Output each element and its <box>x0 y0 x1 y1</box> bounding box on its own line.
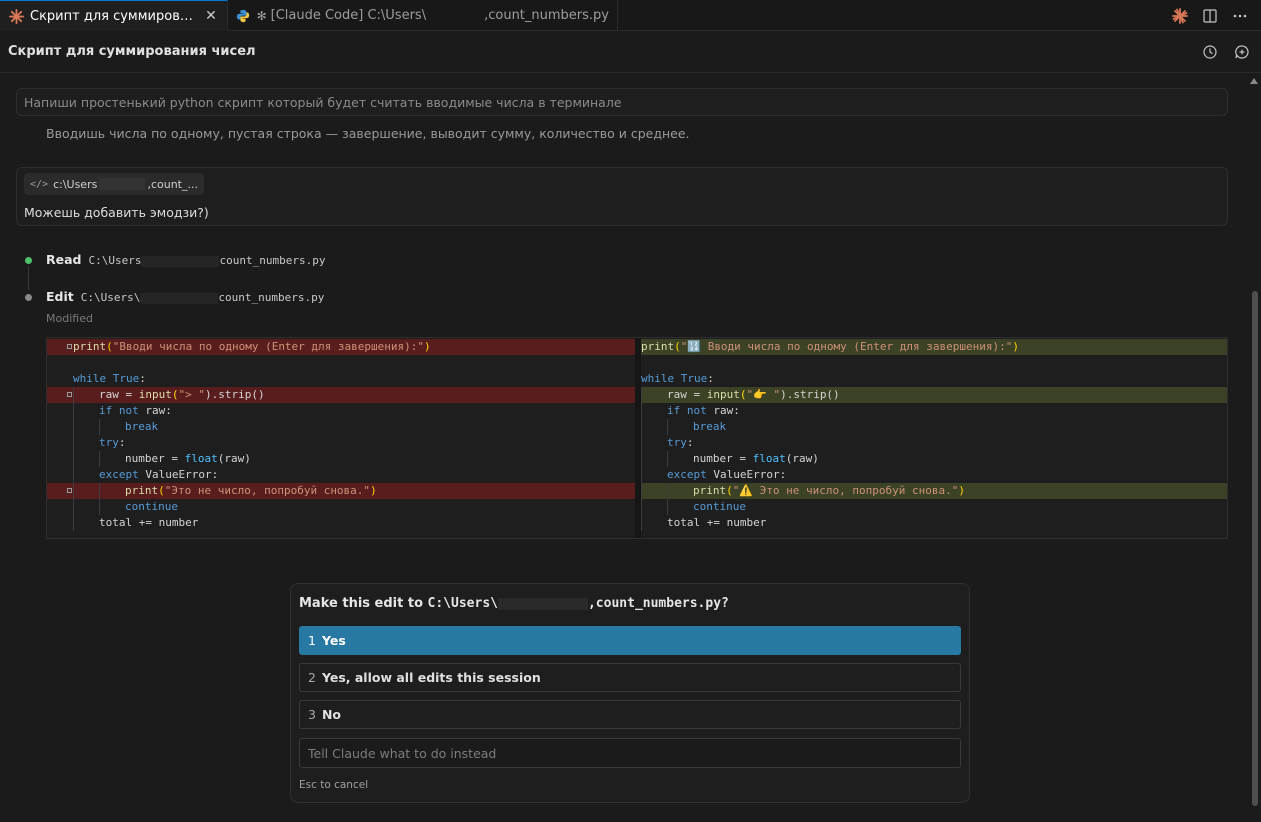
diff-line-added: raw = input("👉 ").strip() <box>641 387 1227 403</box>
diff-line: try: <box>641 435 1227 451</box>
file-attachment-chip[interactable]: </> c:\Users ,count_... <box>24 173 204 195</box>
diff-splitter[interactable] <box>635 338 641 538</box>
tab-label: Скрипт для суммирования ... <box>30 8 195 24</box>
step-pending-icon <box>25 294 32 301</box>
more-icon[interactable] <box>1229 5 1251 27</box>
scroll-up-arrow[interactable] <box>1250 78 1258 84</box>
close-icon[interactable]: ✕ <box>205 8 217 24</box>
user-message-text: Можешь добавить эмодзи?) <box>24 205 209 220</box>
diff-original-pane: print("Вводи числа по одному (Enter для … <box>47 338 635 538</box>
diff-line: total += number <box>47 515 635 531</box>
step-success-icon <box>25 257 32 264</box>
diff-line-added: print("⚠️ Это не число, попробуй снова."… <box>641 483 1227 499</box>
diff-line-deleted: print("Вводи числа по одному (Enter для … <box>47 339 635 355</box>
tab-bar: Скрипт для суммирования ... ✕ ✻ [Claude … <box>0 0 1261 31</box>
diff-line: except ValueError: <box>47 467 635 483</box>
diff-line: number = float(raw) <box>641 451 1227 467</box>
diff-line <box>641 355 1227 371</box>
scrollbar-thumb[interactable] <box>1252 291 1258 806</box>
tool-step-edit[interactable]: Edit C:\Users\count_numbers.py <box>46 289 325 304</box>
diff-line: continue <box>47 499 635 515</box>
diff-view[interactable]: print("Вводи числа по одному (Enter для … <box>46 337 1228 539</box>
dialog-question: Make this edit to C:\Users\,count_number… <box>299 596 729 611</box>
diff-line-deleted: raw = input("> ").strip() <box>47 387 635 403</box>
diff-line: while True: <box>73 372 146 385</box>
diff-line: number = float(raw) <box>47 451 635 467</box>
python-icon <box>236 8 251 24</box>
split-editor-icon[interactable] <box>1199 5 1221 27</box>
page-title: Скрипт для суммирования чисел <box>8 44 256 59</box>
diff-modified-pane: print("🔢 Вводи числа по одному (Enter дл… <box>641 338 1227 538</box>
instead-input[interactable] <box>299 738 961 768</box>
spark-icon: ✻ <box>256 8 267 23</box>
edit-permission-dialog: Make this edit to C:\Users\,count_number… <box>290 583 970 803</box>
diff-line: break <box>641 419 1227 435</box>
diff-line: except ValueError: <box>641 467 1227 483</box>
user-message[interactable]: </> c:\Users ,count_... Можешь добавить … <box>16 167 1228 226</box>
timeline-line <box>28 266 29 290</box>
user-message[interactable]: Напиши простенький python скрипт который… <box>16 88 1228 116</box>
diff-line: break <box>47 419 635 435</box>
claude-logo-icon <box>8 8 24 24</box>
chat-header: Скрипт для суммирования чисел <box>0 31 1261 73</box>
tab-claude-code[interactable]: ✻ [Claude Code] C:\Users\,count_numbers.… <box>228 0 618 31</box>
assistant-message: Вводишь числа по одному, пустая строка —… <box>46 126 690 141</box>
diff-line: if not raw: <box>641 403 1227 419</box>
file-path[interactable]: C:\Users\count_numbers.py <box>80 291 325 304</box>
diff-line: total += number <box>641 515 1227 531</box>
diff-line: continue <box>641 499 1227 515</box>
redacted-block <box>497 597 588 610</box>
diff-line: if not raw: <box>47 403 635 419</box>
history-icon[interactable] <box>1199 41 1221 63</box>
claude-logo-icon[interactable] <box>1169 5 1191 27</box>
new-chat-icon[interactable] <box>1231 41 1253 63</box>
tab-chat[interactable]: Скрипт для суммирования ... ✕ <box>0 0 228 31</box>
diff-line <box>47 355 635 371</box>
diff-line: while True: <box>641 372 714 385</box>
edit-status: Modified <box>46 312 93 325</box>
tab-label: [Claude Code] C:\Users\,count_numbers.py <box>270 8 609 23</box>
diff-line: try: <box>47 435 635 451</box>
diff-line-added: print("🔢 Вводи числа по одному (Enter дл… <box>641 339 1227 355</box>
esc-hint: Esc to cancel <box>299 779 369 791</box>
redacted-block <box>99 178 146 190</box>
code-icon: </> <box>30 178 49 190</box>
diff-line-deleted: print("Это не число, попробуй снова.") <box>47 483 635 499</box>
